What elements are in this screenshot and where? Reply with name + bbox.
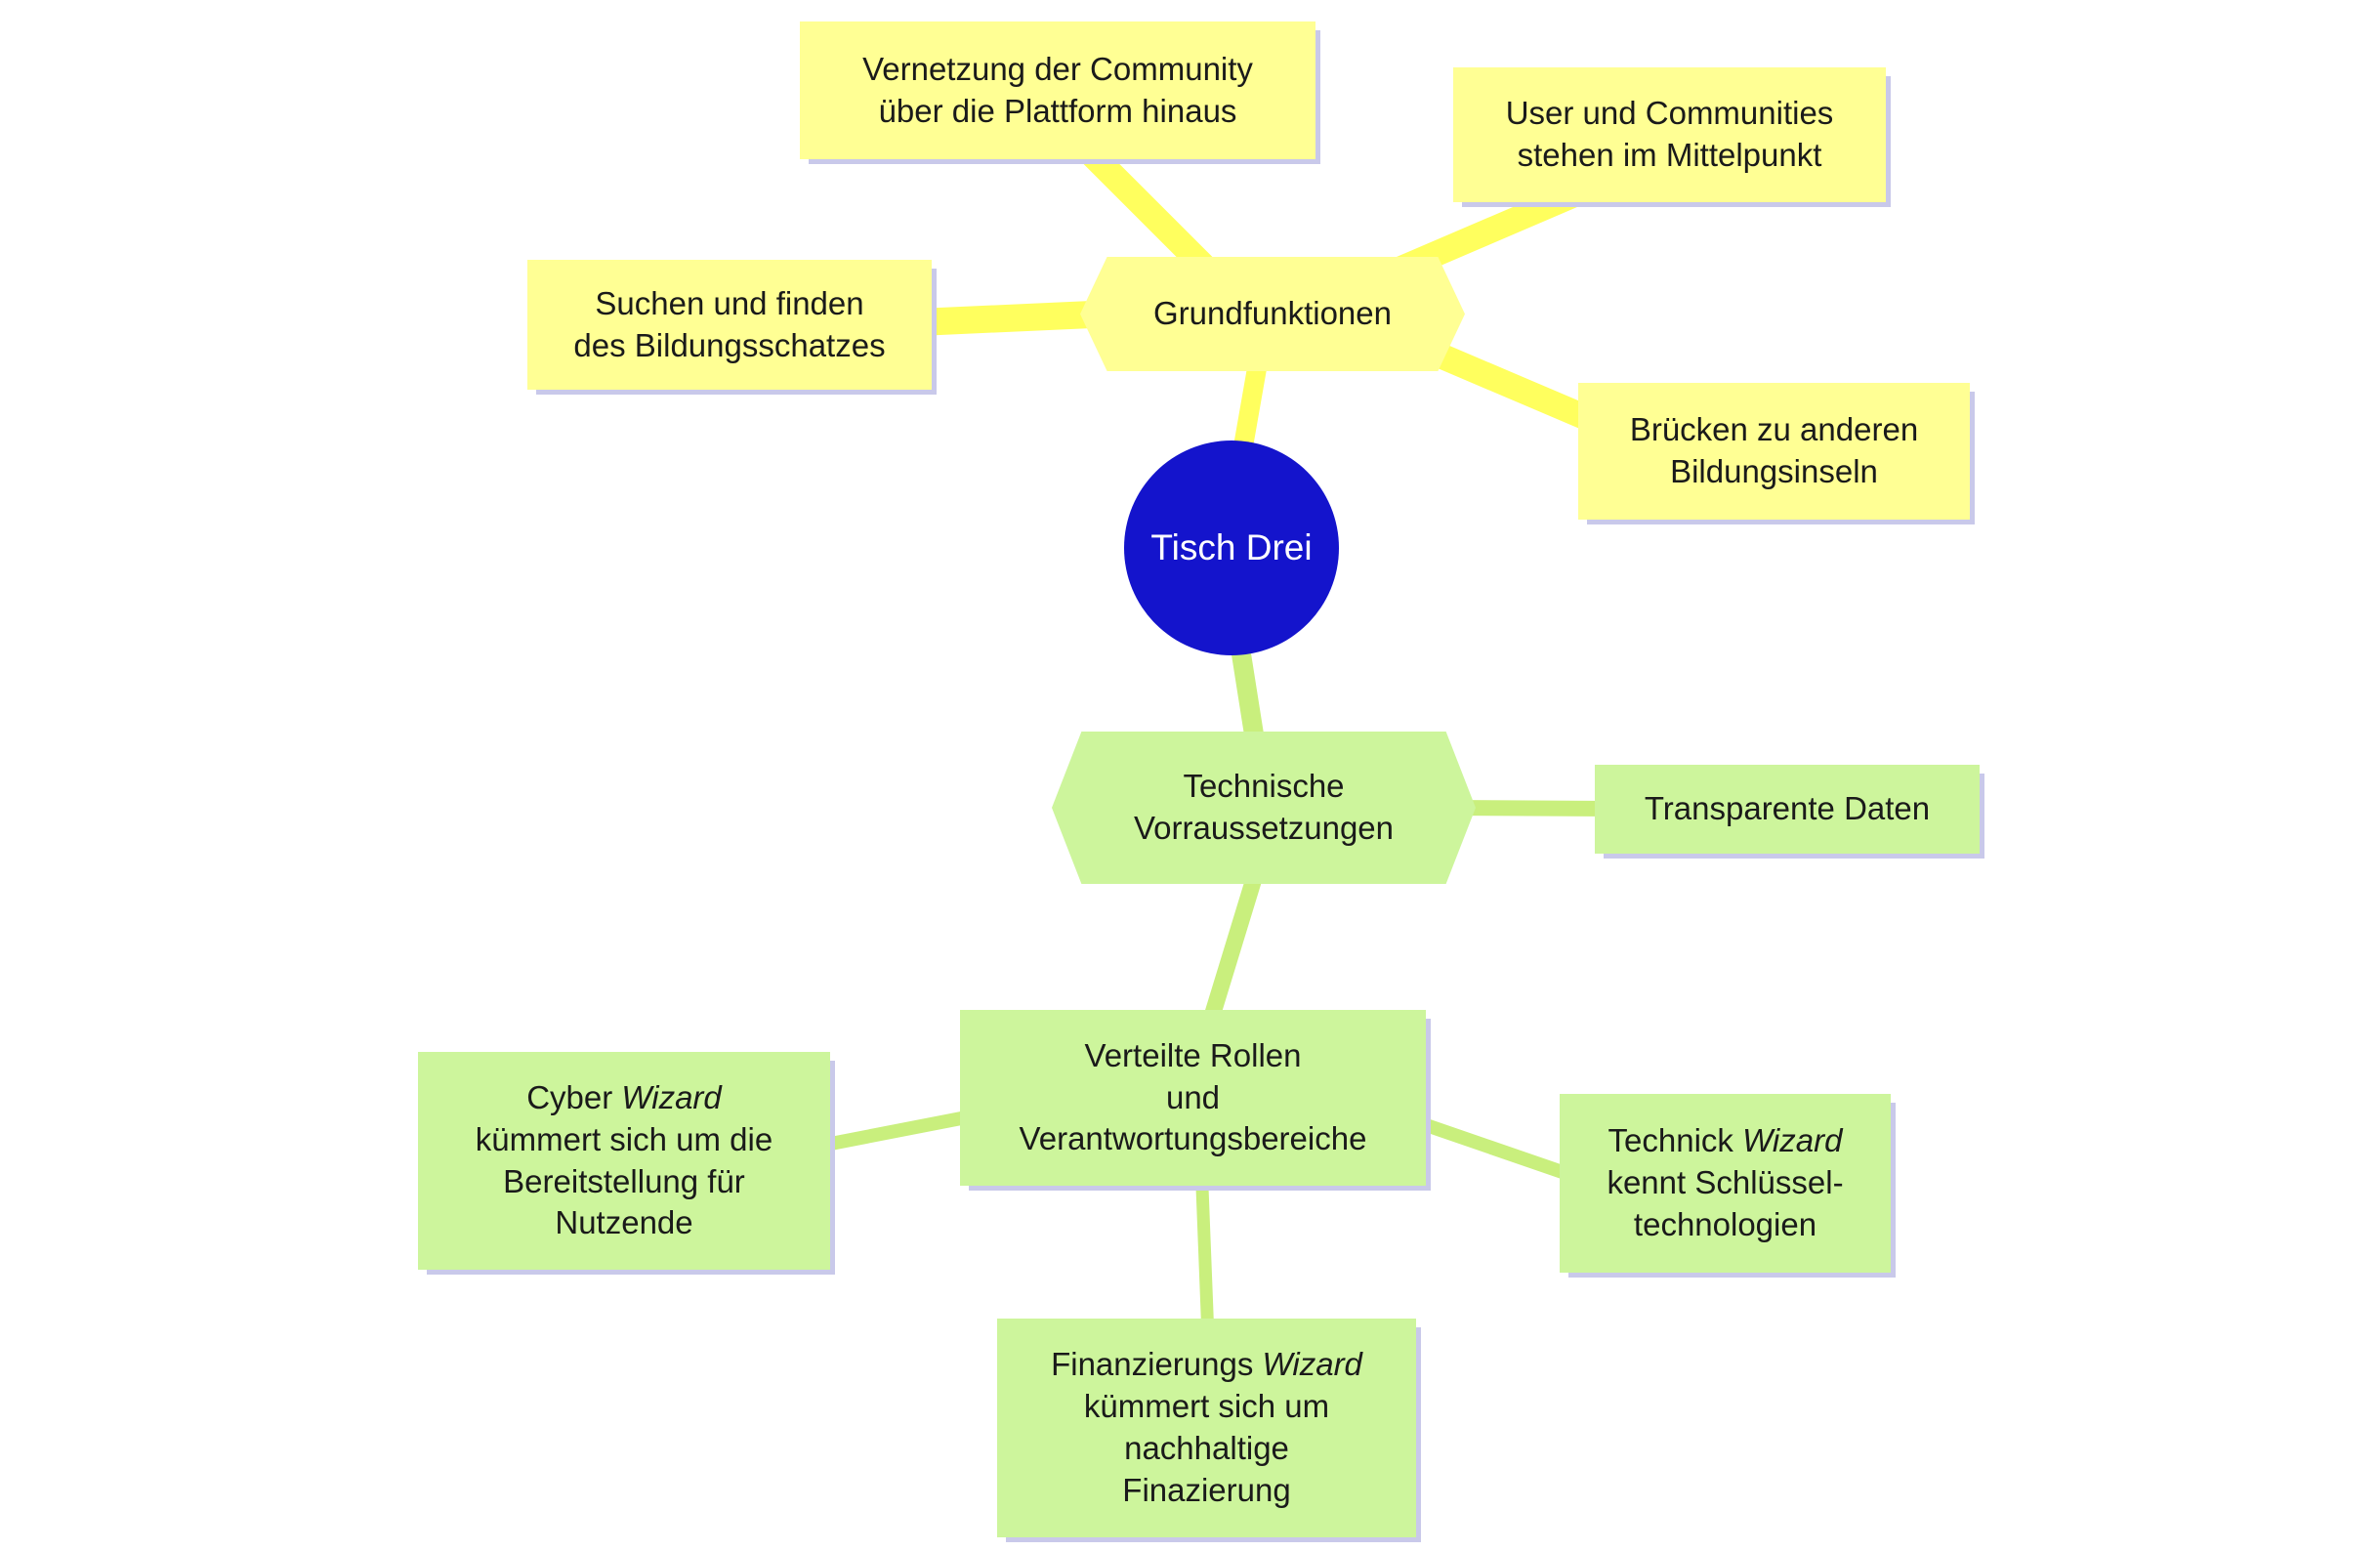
node-label: Verteilte Rollen und Verantwortungsberei…	[1019, 1036, 1367, 1157]
node-technische-vorraussetzungen[interactable]: Technische Vorraussetzungen	[1052, 732, 1476, 884]
label-text: kümmert sich um die Bereitstellung für N…	[475, 1120, 773, 1241]
node-label: Finanzierungs Wizard kümmert sich um nac…	[1051, 1344, 1362, 1512]
node-user-communities[interactable]: User und Communities stehen im Mittelpun…	[1453, 67, 1886, 202]
edge-verteilte-technick	[1399, 1111, 1589, 1186]
node-label: Cyber Wizard kümmert sich um die Bereits…	[476, 1077, 772, 1245]
label-text: Cyber	[526, 1078, 613, 1115]
label-text: kümmert sich um nachhaltige Finazierung	[1083, 1388, 1330, 1508]
label-italic: Wizard	[1262, 1346, 1362, 1383]
node-technick-wizard[interactable]: Technick Wizard kennt Schlüssel- technol…	[1560, 1094, 1891, 1273]
edge-verteilte-cyber	[804, 1107, 993, 1154]
label-italic: Wizard	[1742, 1122, 1843, 1159]
node-label: User und Communities stehen im Mittelpun…	[1505, 95, 1834, 173]
node-label: Vernetzung der Community über die Plattf…	[862, 50, 1253, 129]
node-label: Technische Vorraussetzungen	[1133, 768, 1394, 846]
edge-technische-verteilte	[1197, 851, 1269, 1044]
node-label: Grundfunktionen	[1152, 295, 1392, 332]
label-text: Technick	[1608, 1122, 1733, 1159]
node-bruecken[interactable]: Brücken zu anderen Bildungsinseln	[1578, 383, 1970, 520]
node-label: Suchen und finden des Bildungsschatzes	[573, 284, 886, 363]
label-text: Finanzierungs	[1051, 1346, 1254, 1383]
node-cyber-wizard[interactable]: Cyber Wizard kümmert sich um die Bereits…	[418, 1052, 830, 1270]
node-transparente-daten[interactable]: Transparente Daten	[1595, 765, 1980, 854]
label-italic: Wizard	[621, 1078, 722, 1115]
node-grundfunktionen[interactable]: Grundfunktionen	[1080, 257, 1465, 371]
node-vernetzung[interactable]: Vernetzung der Community über die Plattf…	[800, 21, 1315, 159]
node-finanzierungs-wizard[interactable]: Finanzierungs Wizard kümmert sich um nac…	[997, 1319, 1416, 1537]
root-node-tisch-drei[interactable]: Tisch Drei	[1124, 440, 1339, 655]
root-label: Tisch Drei	[1150, 526, 1313, 567]
node-label: Brücken zu anderen Bildungsinseln	[1629, 411, 1919, 489]
node-verteilte-rollen[interactable]: Verteilte Rollen und Verantwortungsberei…	[960, 1010, 1426, 1186]
node-label: Transparente Daten	[1644, 790, 1931, 827]
edge-verteilte-finanzierungs	[1194, 1155, 1215, 1345]
label-text: kennt Schlüssel- technologien	[1607, 1164, 1844, 1242]
node-label: Technick Wizard kennt Schlüssel- technol…	[1607, 1120, 1843, 1246]
node-suchen-finden[interactable]: Suchen und finden des Bildungsschatzes	[527, 260, 932, 390]
